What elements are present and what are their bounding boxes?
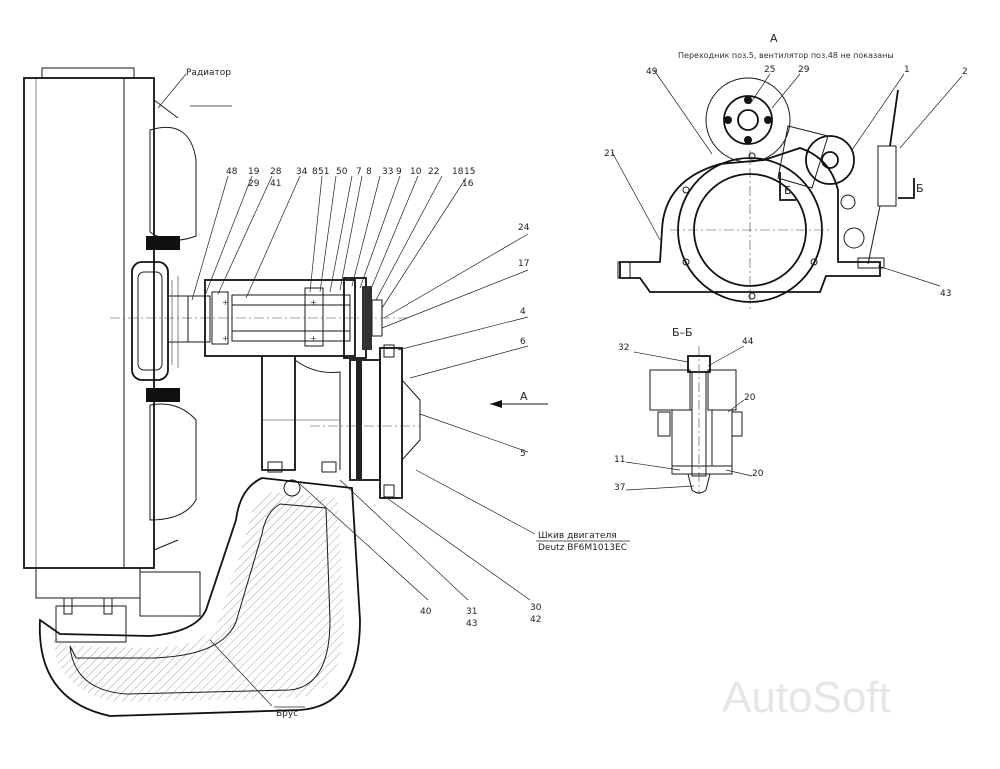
callout: 25: [764, 65, 775, 75]
callout: 30: [530, 603, 542, 613]
watermark: AutoSoft: [722, 673, 891, 722]
svg-text:+: +: [222, 334, 229, 343]
callout: 49: [646, 67, 658, 77]
view-a-callouts: 49 25 29 1 2 21 43: [604, 65, 968, 299]
view-a-note: Переходник поз.5, вентилятор поз.48 не п…: [678, 51, 894, 60]
callout: 33: [382, 167, 393, 177]
callout: 21: [604, 149, 615, 159]
callout: 5: [520, 449, 526, 459]
callout: 8: [312, 167, 318, 177]
callout: 7: [356, 167, 362, 177]
callout: 34: [296, 167, 308, 177]
callout: 18: [452, 167, 464, 177]
callout: 6: [520, 337, 526, 347]
main-view-callouts: 48 19 29 28 41 34 8 51 50 7 8 33 9 10 22…: [226, 167, 542, 629]
callout: 4: [520, 307, 526, 317]
view-a: [611, 69, 963, 310]
cut-b-right-label: Б: [916, 182, 924, 195]
callout: 43: [466, 619, 477, 629]
radiator-label: Радиатор: [186, 68, 231, 78]
callout: 15: [464, 167, 475, 177]
callout: 22: [428, 167, 439, 177]
beam-label: Брус: [276, 709, 298, 719]
callout: 44: [742, 337, 754, 347]
callout: 2: [962, 67, 968, 77]
callout: 24: [518, 223, 530, 233]
callout: 17: [518, 259, 529, 269]
main-view-leaders: [157, 73, 630, 708]
callout: 29: [248, 179, 260, 189]
frame-beam: [38, 477, 361, 717]
callout: 16: [462, 179, 474, 189]
callout: 50: [336, 167, 348, 177]
callout: 43: [940, 289, 951, 299]
callout: 28: [270, 167, 282, 177]
section-title: Б–Б: [672, 326, 693, 339]
callout: 11: [614, 455, 625, 465]
callout: 48: [226, 167, 238, 177]
view-a-title: А: [770, 32, 778, 45]
callout: 32: [618, 343, 629, 353]
callout: 8: [366, 167, 372, 177]
svg-text:+: +: [310, 334, 317, 343]
callout: 51: [318, 167, 329, 177]
callout: 20: [752, 469, 764, 479]
callout: 37: [614, 483, 625, 493]
callout: 1: [904, 65, 910, 75]
callout: 20: [744, 393, 756, 403]
callout: 29: [798, 65, 810, 75]
svg-text:+: +: [310, 298, 317, 307]
callout: 40: [420, 607, 432, 617]
callout: 31: [466, 607, 477, 617]
engine-pulley: [310, 344, 421, 499]
engine-pulley-label-2: Deutz BF6M1013EC: [538, 543, 627, 553]
callout: 9: [396, 167, 402, 177]
arrow-a-label: А: [520, 390, 528, 403]
fan-drive-housing: + + + +: [187, 277, 383, 473]
text-labels: Радиатор Брус Шкив двигателя Deutz BF6M1…: [186, 32, 924, 722]
callout: 42: [530, 615, 541, 625]
section-callouts: 32 44 20 11 20 37: [614, 337, 764, 493]
section-b-b: [625, 345, 753, 494]
cut-b-left-label: Б: [784, 184, 792, 197]
svg-text:+: +: [222, 298, 229, 307]
engine-pulley-label-1: Шкив двигателя: [538, 531, 617, 541]
callout: 19: [248, 167, 260, 177]
radiator-assembly: [23, 67, 410, 599]
callout: 10: [410, 167, 422, 177]
callout: 41: [270, 179, 281, 189]
